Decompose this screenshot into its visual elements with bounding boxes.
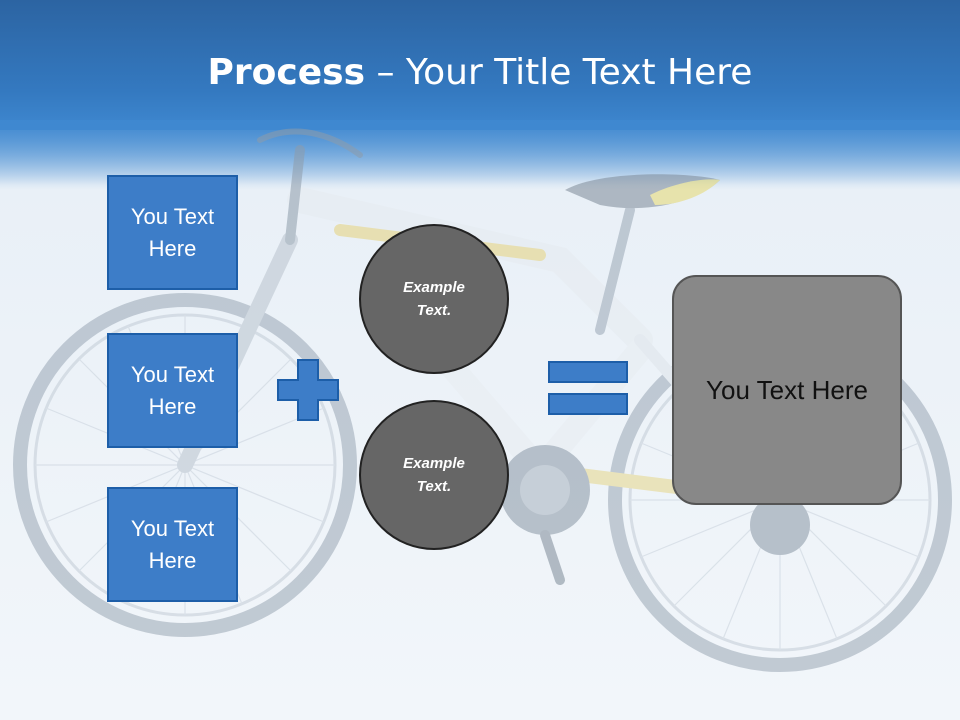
example-circle-1-line2: Text. — [416, 302, 452, 319]
example-circle-1-line1: Example — [403, 279, 465, 296]
text-box-3-line2: Here — [148, 547, 197, 573]
equals-icon — [548, 361, 628, 415]
example-circle-2-line1: Example — [403, 455, 465, 472]
result-box[interactable]: You Text Here — [672, 275, 902, 505]
text-box-2-line2: Here — [148, 393, 197, 419]
plus-icon — [277, 359, 339, 421]
example-circle-2-line2: Text. — [416, 478, 452, 495]
header-band — [0, 0, 960, 130]
result-box-label: You Text Here — [706, 374, 868, 405]
text-box-2-line1: You Text — [130, 361, 215, 387]
slide-title: Process – Your Title Text Here — [0, 52, 960, 93]
title-rest: – Your Title Text Here — [365, 52, 753, 93]
title-bold: Process — [207, 52, 366, 93]
text-box-1-line2: Here — [148, 235, 197, 261]
text-box-1-line1: You Text — [130, 203, 215, 229]
text-box-3-line1: You Text — [130, 515, 215, 541]
